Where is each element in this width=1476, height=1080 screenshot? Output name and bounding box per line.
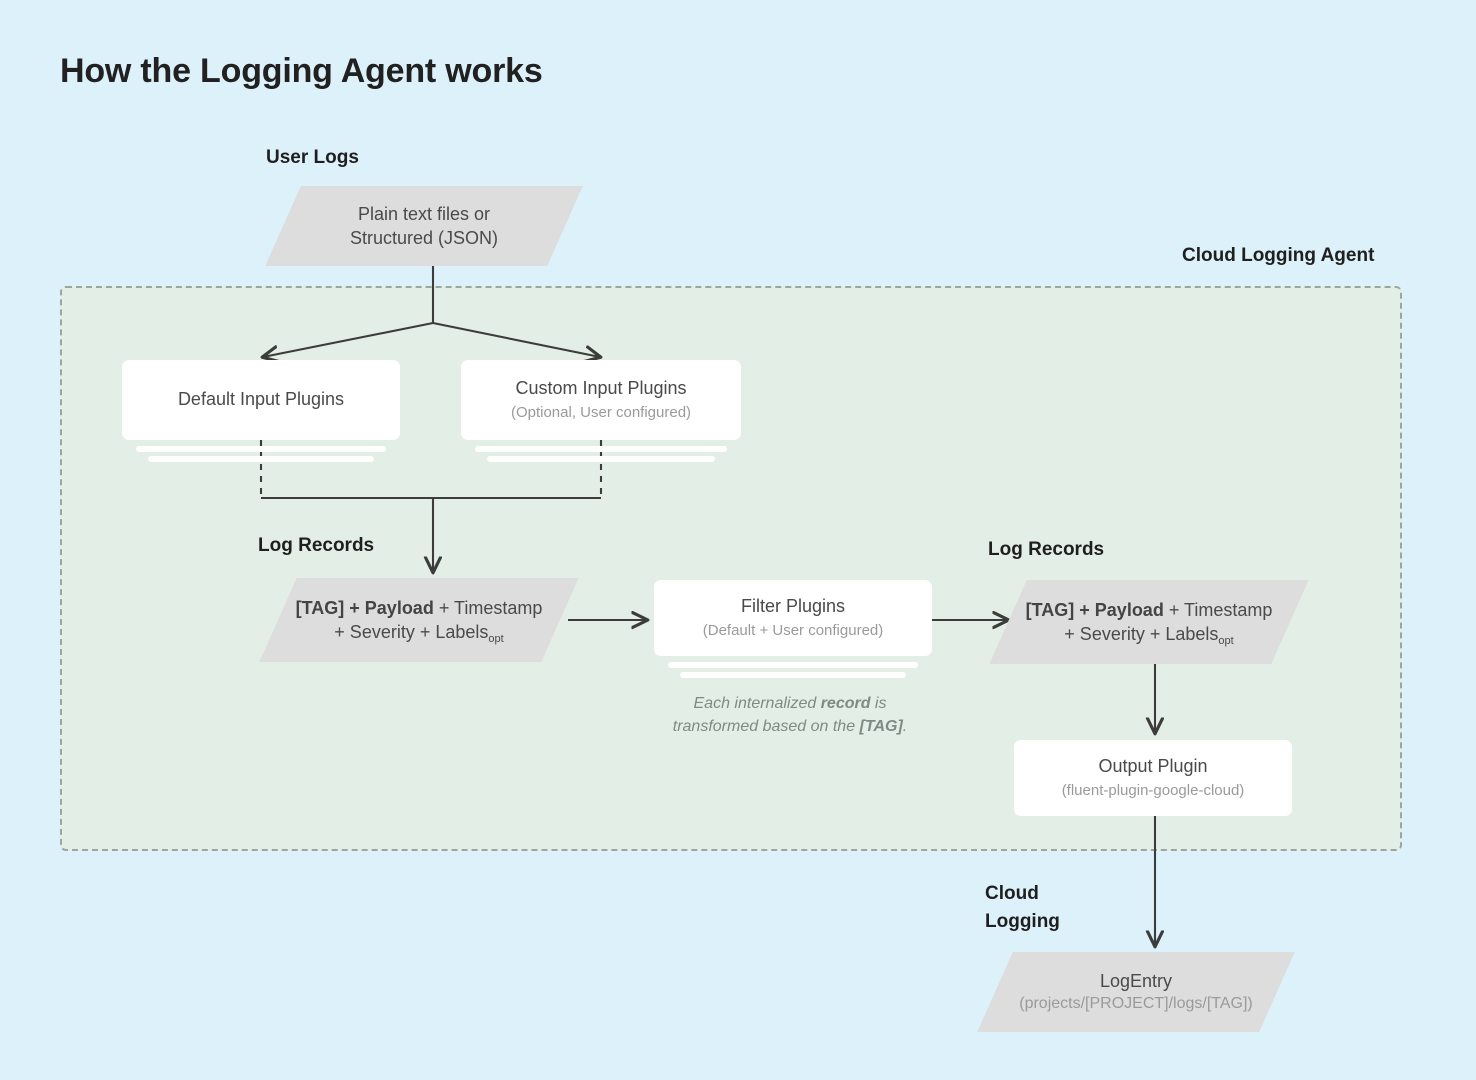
log-records-left-rest: + Timestamp (433, 597, 543, 618)
output-plugin-title: Output Plugin (1098, 756, 1208, 777)
log-records-left-line2-text: + Severity + Labels (334, 622, 489, 642)
default-input-plugins-stack-layer-2 (148, 456, 374, 462)
filter-plugins-stack-layer-2 (680, 672, 906, 678)
filter-transform-annotation: Each internalized record is transformed … (620, 692, 960, 738)
log-entry-title: LogEntry (1099, 971, 1173, 992)
log-records-right-line1: [TAG] + Payload + Timestamp (1026, 598, 1273, 622)
annotation-line1-bold: record (820, 695, 871, 712)
label-user-logs: User Logs (266, 147, 359, 168)
user-logs-line2: Structured (JSON) (349, 228, 499, 248)
node-log-records-left: [TAG] + Payload + Timestamp + Severity +… (259, 578, 579, 662)
log-records-left-line2: + Severity + Labelsopt (334, 620, 504, 645)
node-user-logs-source: Plain text files or Structured (JSON) (265, 186, 583, 266)
node-log-records-right: [TAG] + Payload + Timestamp + Severity +… (989, 580, 1309, 664)
log-records-right-line2-text: + Severity + Labels (1064, 624, 1219, 644)
label-log-records-right: Log Records (988, 539, 1105, 560)
label-log-records-left: Log Records (258, 535, 375, 556)
filter-plugins-subtitle: (Default + User configured) (702, 621, 884, 639)
annotation-line1-post: is (870, 695, 887, 712)
log-records-right-subscript: opt (1218, 635, 1234, 647)
custom-input-plugins-stack-layer-1 (475, 446, 727, 452)
custom-input-plugins-stack-layer-2 (487, 456, 715, 462)
user-logs-line1: Plain text files or (357, 203, 491, 224)
annotation-line2-bold: [TAG] (859, 718, 903, 736)
log-entry-subtitle: (projects/[PROJECT]/logs/[TAG]) (1019, 995, 1253, 1013)
default-input-plugins-stack-layer-1 (136, 446, 386, 452)
log-records-left-subscript: opt (488, 633, 504, 645)
annotation-line2-pre: transformed based on the (672, 718, 860, 736)
custom-input-plugins-title: Custom Input Plugins (515, 378, 687, 399)
log-records-right-bold: [TAG] + Payload (1025, 599, 1164, 620)
node-log-entry: LogEntry (projects/[PROJECT]/logs/[TAG]) (977, 952, 1295, 1032)
node-default-input-plugins[interactable]: Default Input Plugins (122, 360, 400, 440)
cloud-logging-line2: Logging (985, 910, 1060, 932)
log-records-left-bold: [TAG] + Payload (295, 597, 434, 618)
cloud-logging-line1: Cloud (985, 883, 1039, 904)
label-cloud-logging-agent: Cloud Logging Agent (1182, 245, 1375, 266)
filter-plugins-title: Filter Plugins (740, 596, 846, 617)
log-records-right-line2: + Severity + Labelsopt (1064, 622, 1234, 647)
log-records-left-line1: [TAG] + Payload + Timestamp (296, 596, 543, 620)
log-records-right-rest: + Timestamp (1163, 599, 1273, 620)
filter-plugins-stack-layer-1 (668, 662, 918, 668)
default-input-plugins-title: Default Input Plugins (177, 389, 345, 410)
page-title: How the Logging Agent works (60, 52, 543, 90)
output-plugin-subtitle: (fluent-plugin-google-cloud) (1061, 781, 1245, 799)
node-output-plugin[interactable]: Output Plugin (fluent-plugin-google-clou… (1014, 740, 1292, 816)
node-filter-plugins[interactable]: Filter Plugins (Default + User configure… (654, 580, 932, 656)
annotation-line2-post: . (902, 718, 908, 736)
annotation-line1-pre: Each internalized (693, 695, 821, 712)
custom-input-plugins-subtitle: (Optional, User configured) (510, 403, 692, 421)
node-custom-input-plugins[interactable]: Custom Input Plugins (Optional, User con… (461, 360, 741, 440)
